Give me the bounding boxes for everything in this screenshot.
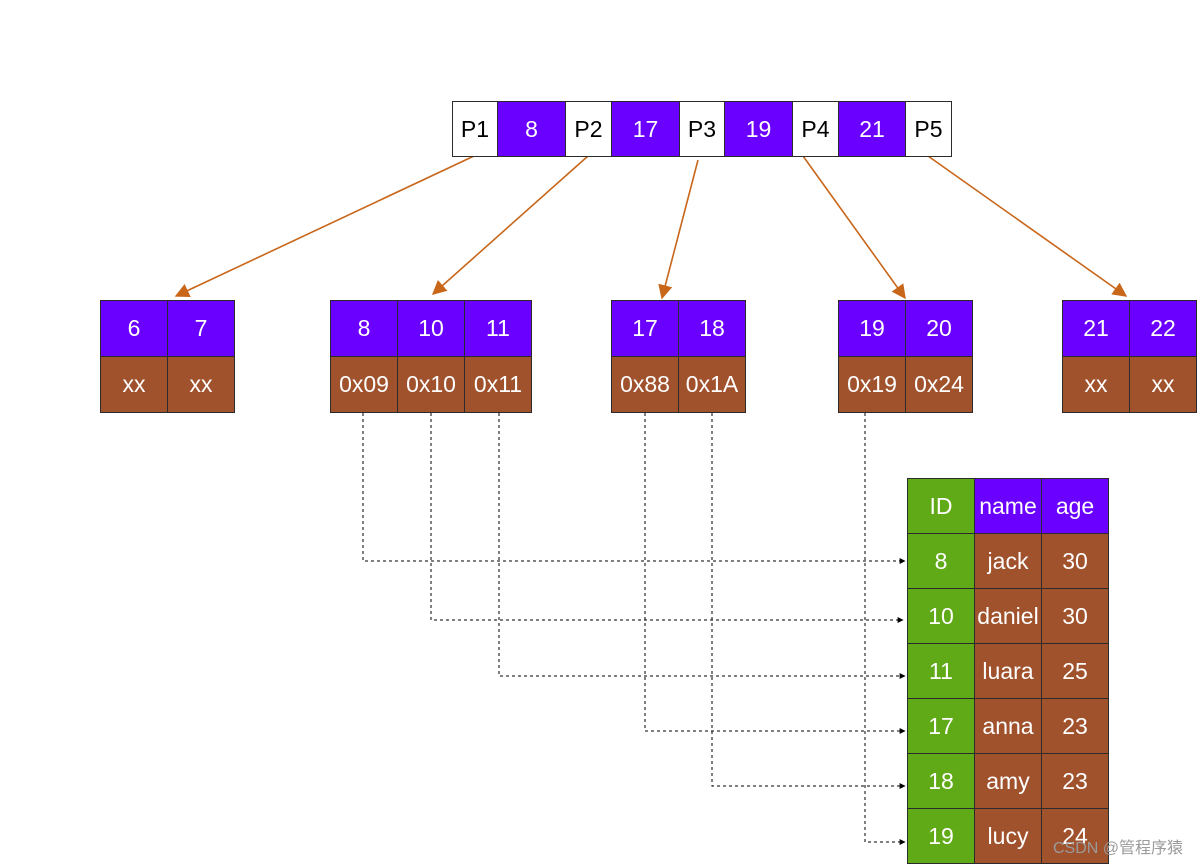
table-cell-age: 23 xyxy=(1041,698,1109,754)
table-cell-name: daniel xyxy=(974,588,1042,644)
leaf-value: 0x24 xyxy=(905,356,973,413)
row-pointer-0x09 xyxy=(362,413,906,564)
leaf-key: 20 xyxy=(905,300,973,357)
table-header-name: name xyxy=(974,478,1042,534)
root-pointer-p2: P2 xyxy=(565,101,612,157)
root-pointer-p1: P1 xyxy=(452,101,498,157)
table-header-id: ID xyxy=(907,478,975,534)
table-cell-name: amy xyxy=(974,753,1042,809)
table-cell-id: 17 xyxy=(907,698,975,754)
root-pointer-p5: P5 xyxy=(905,101,952,157)
table-cell-age: 30 xyxy=(1041,533,1109,589)
leaf-key: 21 xyxy=(1062,300,1130,357)
table-cell-name: luara xyxy=(974,643,1042,699)
root-pointer-p3: P3 xyxy=(679,101,725,157)
table-cell-name: anna xyxy=(974,698,1042,754)
table-cell-id: 11 xyxy=(907,643,975,699)
table-cell-id: 10 xyxy=(907,588,975,644)
leaf-value: xx xyxy=(100,356,168,413)
watermark: CSDN @管程序猿 xyxy=(1052,840,1183,857)
table-cell-name: lucy xyxy=(974,808,1042,864)
leaf-key: 8 xyxy=(330,300,398,357)
table-cell-age: 30 xyxy=(1041,588,1109,644)
table-cell-age: 24 xyxy=(1041,808,1109,864)
root-key-17: 17 xyxy=(611,101,680,157)
leaf-value: 0x09 xyxy=(330,356,398,413)
leaf-value: 0x10 xyxy=(397,356,465,413)
tree-arrow-p1 xyxy=(174,155,475,298)
row-pointer-0x10 xyxy=(430,413,904,623)
leaf-value: xx xyxy=(1129,356,1197,413)
leaf-value: xx xyxy=(167,356,235,413)
table-cell-age: 23 xyxy=(1041,753,1109,809)
leaf-key: 11 xyxy=(464,300,532,357)
leaf-value: 0x11 xyxy=(464,356,532,413)
leaf-value: xx xyxy=(1062,356,1130,413)
root-pointer-p4: P4 xyxy=(792,101,839,157)
leaf-value: 0x1A xyxy=(678,356,746,413)
root-key-8: 8 xyxy=(497,101,566,157)
table-header-age: age xyxy=(1041,478,1109,534)
table-cell-name: jack xyxy=(974,533,1042,589)
row-pointer-0x1A xyxy=(711,413,906,789)
tree-arrow-p2 xyxy=(431,155,589,295)
leaf-key: 18 xyxy=(678,300,746,357)
leaf-key: 17 xyxy=(611,300,679,357)
leaf-value: 0x88 xyxy=(611,356,679,413)
leaf-key: 22 xyxy=(1129,300,1197,357)
leaf-key: 6 xyxy=(100,300,168,357)
table-cell-id: 8 xyxy=(907,533,975,589)
table-cell-id: 18 xyxy=(907,753,975,809)
leaf-value: 0x19 xyxy=(838,356,906,413)
leaf-key: 19 xyxy=(838,300,906,357)
row-pointer-0x19 xyxy=(864,413,906,845)
tree-arrow-p3 xyxy=(658,159,699,300)
tree-arrow-p4 xyxy=(802,155,906,300)
table-cell-age: 25 xyxy=(1041,643,1109,699)
leaf-key: 7 xyxy=(167,300,235,357)
root-key-21: 21 xyxy=(838,101,906,157)
row-pointer-0x11 xyxy=(498,413,906,679)
root-key-19: 19 xyxy=(724,101,793,157)
row-pointer-0x88 xyxy=(644,413,906,734)
leaf-key: 10 xyxy=(397,300,465,357)
table-cell-id: 19 xyxy=(907,808,975,864)
tree-arrow-p5 xyxy=(927,155,1128,297)
